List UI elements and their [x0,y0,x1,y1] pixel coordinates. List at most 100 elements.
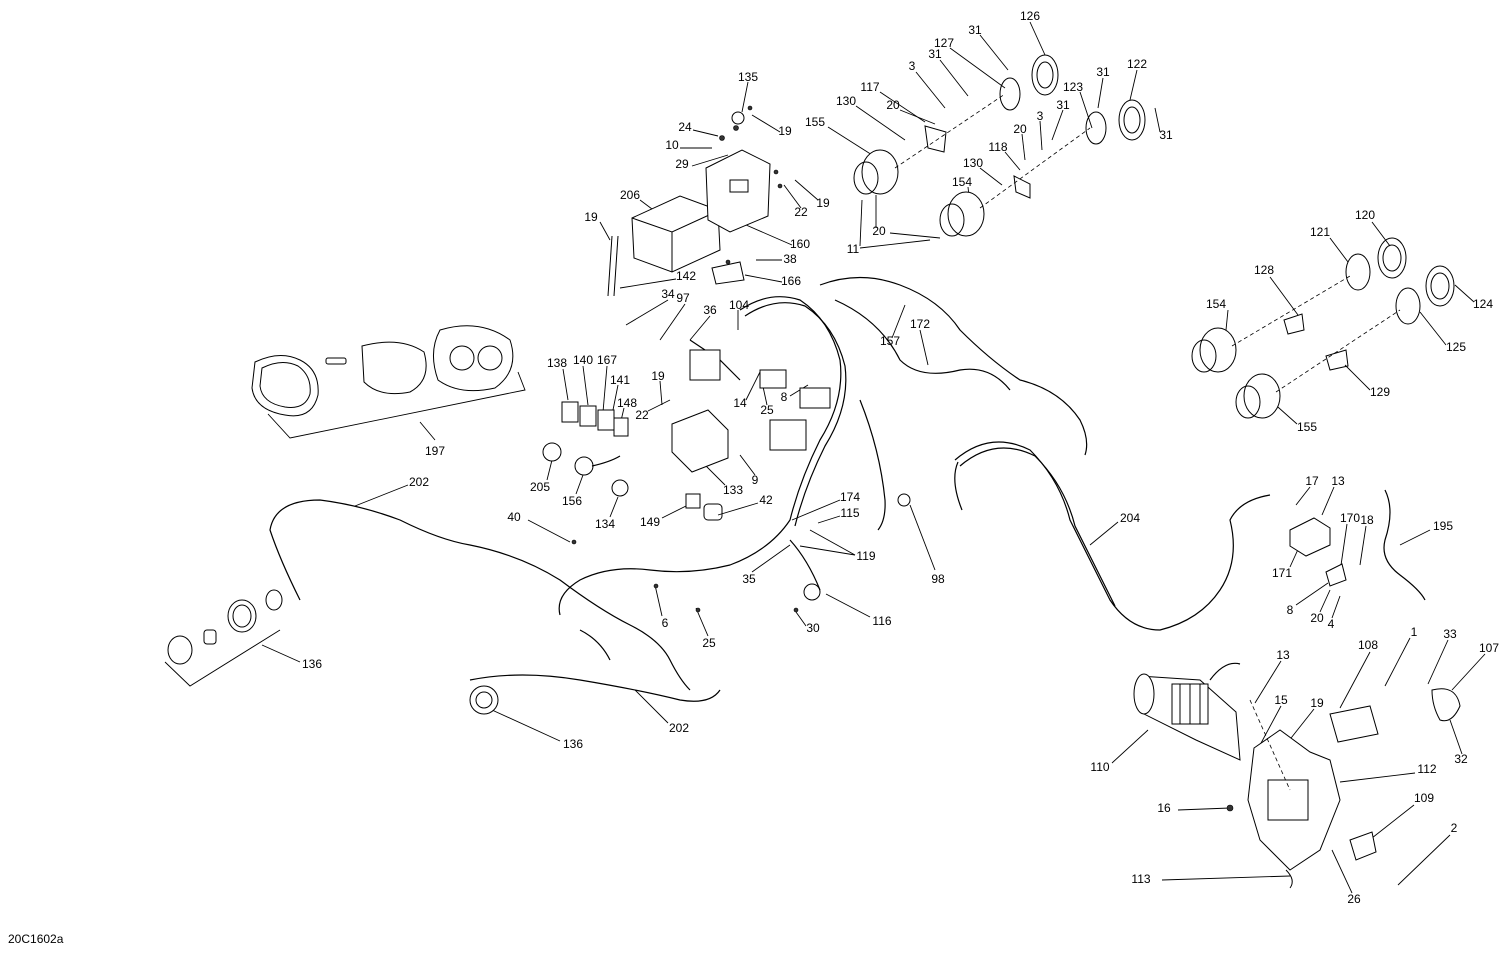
callout-197: 197 [425,444,445,458]
callout-170: 170 [1340,511,1360,525]
relay-block [561,401,729,473]
callout-125: 125 [1446,340,1466,354]
callout-122: 122 [1127,57,1147,71]
callout-31: 31 [1159,128,1173,142]
callout-113: 113 [1131,872,1150,886]
callout-30: 30 [806,621,820,635]
callout-16: 16 [1157,801,1171,815]
callout-4: 4 [1328,617,1335,631]
callout-14: 14 [733,396,747,410]
callout-206: 206 [620,188,640,202]
callout-31: 31 [1096,65,1110,79]
callout-171: 171 [1272,566,1292,580]
callout-20: 20 [1310,611,1324,625]
callout-36: 36 [703,303,717,317]
ecu-module [607,195,721,297]
callout-18: 18 [1360,513,1374,527]
callout-22: 22 [635,408,649,422]
callout-8: 8 [781,390,788,404]
callout-22: 22 [794,205,808,219]
callout-24: 24 [678,120,692,134]
callout-160: 160 [790,237,810,251]
callout-38: 38 [783,252,797,266]
ecu-bracket [705,105,783,285]
callout-15: 15 [1274,693,1288,707]
callout-116: 116 [872,614,891,628]
callout-2: 2 [1451,821,1458,835]
callout-20: 20 [872,224,886,238]
callout-130: 130 [836,94,856,108]
callout-1: 1 [1411,625,1418,639]
callout-11: 11 [847,242,860,256]
callout-104: 104 [729,298,749,312]
callout-19: 19 [1310,696,1324,710]
main-wiring-harness [558,276,1088,616]
callout-33: 33 [1443,627,1457,641]
callout-19: 19 [584,210,598,224]
misc-connectors [571,493,1234,812]
callout-140: 140 [573,353,593,367]
callout-138: 138 [547,356,567,370]
callout-157: 157 [880,334,900,348]
callout-142: 142 [676,269,696,283]
callout-8: 8 [1287,603,1294,617]
callout-29: 29 [675,157,689,171]
callout-3: 3 [1037,109,1044,123]
callout-120: 120 [1355,208,1375,222]
callout-31: 31 [928,47,942,61]
callout-155: 155 [805,115,825,129]
callout-205: 205 [530,480,550,494]
callout-97: 97 [676,291,690,305]
callout-124: 124 [1473,297,1493,311]
callout-204: 204 [1120,511,1140,525]
callout-118: 118 [988,140,1007,154]
callout-136: 136 [302,657,322,671]
callout-34: 34 [661,287,675,301]
callout-32: 32 [1454,752,1468,766]
callout-9: 9 [752,473,759,487]
callout-121: 121 [1310,225,1330,239]
callout-17: 17 [1305,474,1319,488]
winch-harness [954,441,1271,631]
headlamp-assembly-right [1191,237,1455,419]
reference-code: 20C1602a [8,932,64,946]
callout-130: 130 [963,156,983,170]
callout-98: 98 [931,572,945,586]
leader-lines [164,21,1486,894]
callout-119: 119 [856,549,875,563]
callout-13: 13 [1331,474,1345,488]
callout-42: 42 [759,493,773,507]
callout-154: 154 [1206,297,1226,311]
callout-172: 172 [910,317,930,331]
callout-135: 135 [738,70,758,84]
winch-assembly [1133,662,1461,889]
callout-129: 129 [1370,385,1390,399]
callout-174: 174 [840,490,860,504]
switches [542,442,629,497]
callout-123: 123 [1063,80,1083,94]
callout-3: 3 [909,59,916,73]
callout-148: 148 [617,396,637,410]
contactor [1289,517,1347,587]
callout-134: 134 [595,517,615,531]
callout-136: 136 [563,737,583,751]
callout-13: 13 [1276,648,1290,662]
callout-128: 128 [1254,263,1274,277]
callout-195: 195 [1433,519,1453,533]
callout-20: 20 [1013,122,1027,136]
callout-108: 108 [1358,638,1378,652]
headlamp-assembly-upper [853,54,1146,237]
callout-10: 10 [665,138,679,152]
callout-155: 155 [1297,420,1317,434]
callout-40: 40 [507,510,521,524]
harness-195 [1383,489,1426,601]
gauge-cluster-assembly [251,325,514,417]
callout-149: 149 [640,515,660,529]
callout-31: 31 [968,23,982,37]
callout-25: 25 [760,403,774,417]
fog-lamp [167,589,283,665]
callout-109: 109 [1414,791,1434,805]
left-harness [269,499,721,715]
